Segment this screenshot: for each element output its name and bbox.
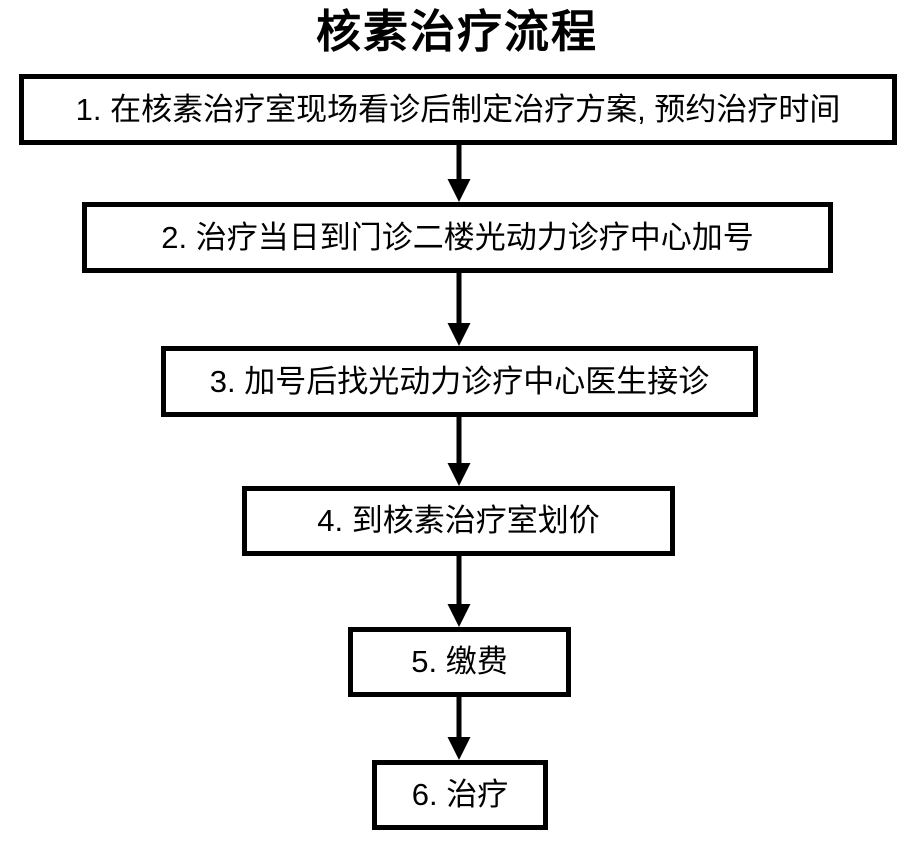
flow-step-6-label: 6. 治疗 [411,777,509,812]
flow-step-2-box[interactable]: 2. 治疗当日到门诊二楼光动力诊疗中心加号 [82,202,833,273]
flow-step-4-label: 4. 到核素治疗室划价 [317,503,600,538]
flow-step-2-label: 2. 治疗当日到门诊二楼光动力诊疗中心加号 [161,219,754,255]
flow-step-3-label: 3. 加号后找光动力诊疗中心医生接诊 [209,363,710,399]
arrow-step-2-to-step-3 [446,273,472,346]
flow-step-3-box[interactable]: 3. 加号后找光动力诊疗中心医生接诊 [161,346,758,417]
arrow-step-3-to-step-4 [446,417,472,486]
flow-step-1-box[interactable]: 1. 在核素治疗室现场看诊后制定治疗方案, 预约治疗时间 [19,74,897,145]
flow-step-1-label: 1. 在核素治疗室现场看诊后制定治疗方案, 预约治疗时间 [75,91,841,127]
arrow-step-1-to-step-2 [446,145,472,202]
arrow-step-5-to-step-6 [446,697,472,760]
flow-step-5-label: 5. 缴费 [411,644,508,679]
page-title: 核素治疗流程 [315,7,598,57]
arrow-step-4-to-step-5 [446,556,472,627]
flow-step-6-box[interactable]: 6. 治疗 [372,760,548,830]
flow-step-4-box[interactable]: 4. 到核素治疗室划价 [242,486,675,556]
flow-step-5-box[interactable]: 5. 缴费 [348,627,571,697]
